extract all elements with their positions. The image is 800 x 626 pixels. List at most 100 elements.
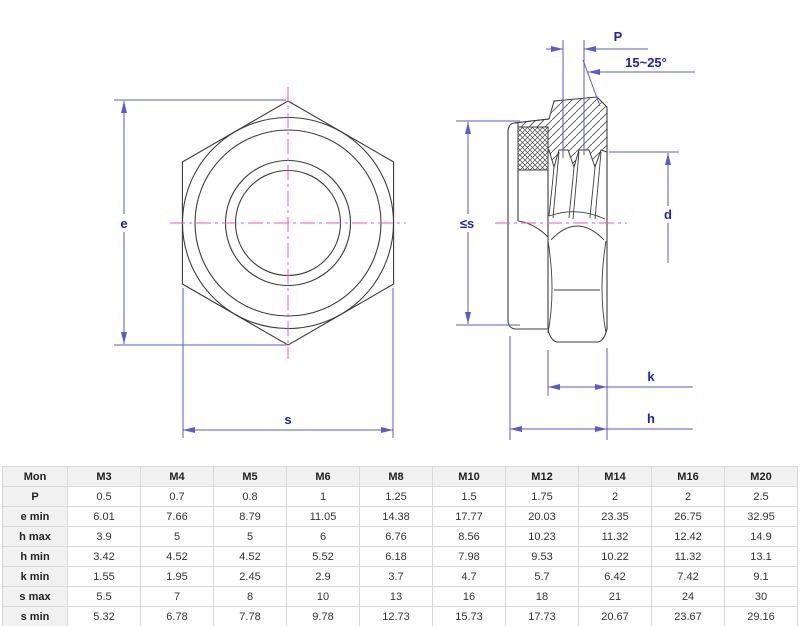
dim-label-p: P: [614, 29, 623, 44]
table-cell: 23.67: [651, 606, 725, 626]
table-cell: 11.32: [651, 546, 725, 567]
table-cell: 6.18: [359, 546, 433, 567]
table-cell: 5: [213, 526, 287, 547]
table-cell: 6.78: [140, 606, 214, 626]
table-cell: 4.52: [140, 546, 214, 567]
table-cell: 17.77: [432, 506, 506, 527]
table-cell: 1.95: [140, 566, 214, 587]
column-header-cell: M3: [67, 466, 141, 487]
table-cell: 2.5: [724, 486, 798, 507]
dim-label-angle: 15~25°: [625, 55, 667, 70]
table-cell: 17.73: [505, 606, 579, 626]
table-cell: 9.78: [286, 606, 360, 626]
table-cell: 10: [286, 586, 360, 607]
table-cell: 29.16: [724, 606, 798, 626]
dim-label-d: d: [664, 207, 672, 222]
table-cell: 7.98: [432, 546, 506, 567]
insert-section-crosshatch: [517, 126, 549, 171]
table-cell: 18: [505, 586, 579, 607]
side-view-outline: [507, 107, 608, 343]
row-label-cell: h max: [2, 526, 68, 547]
table-cell: 1.25: [359, 486, 433, 507]
table-cell: 5.7: [505, 566, 579, 587]
table-cell: 4.52: [213, 546, 287, 567]
dim-label-k: k: [647, 369, 655, 384]
table-cell: 0.5: [67, 486, 141, 507]
table-cell: 6.76: [359, 526, 433, 547]
row-label-cell: h min: [2, 546, 68, 567]
table-cell: 7.42: [651, 566, 725, 587]
table-cell: 2.9: [286, 566, 360, 587]
table-cell: 3.42: [67, 546, 141, 567]
table-cell: 20.67: [578, 606, 652, 626]
table-cell: 9.53: [505, 546, 579, 567]
table-cell: 14.9: [724, 526, 798, 547]
table-cell: 15.73: [432, 606, 506, 626]
column-header-cell: M5: [213, 466, 287, 487]
row-label-cell: P: [2, 486, 68, 507]
table-cell: 7.66: [140, 506, 214, 527]
table-cell: 24: [651, 586, 725, 607]
column-header-cell: M12: [505, 466, 579, 487]
column-header-cell: M4: [140, 466, 214, 487]
table-cell: 8.56: [432, 526, 506, 547]
table-cell: 2.45: [213, 566, 287, 587]
table-cell: 1.55: [67, 566, 141, 587]
table-cell: 11.32: [578, 526, 652, 547]
table-cell: 12.42: [651, 526, 725, 547]
table-cell: 6: [286, 526, 360, 547]
table-cell: 7.78: [213, 606, 287, 626]
table-cell: 0.8: [213, 486, 287, 507]
table-cell: 1: [286, 486, 360, 507]
technical-drawing-svg: e s: [114, 29, 695, 440]
table-cell: 12.73: [359, 606, 433, 626]
row-label-cell: s max: [2, 586, 68, 607]
front-view-centerlines: [170, 87, 406, 359]
dim-label-h: h: [647, 411, 655, 426]
table-cell: 11.05: [286, 506, 360, 527]
table-cell: 5: [140, 526, 214, 547]
table-cell: 5.5: [67, 586, 141, 607]
column-header-cell: M6: [286, 466, 360, 487]
hexagon-outline: [181, 100, 395, 346]
table-cell: 16: [432, 586, 506, 607]
row-label-cell: e min: [2, 506, 68, 527]
table-cell: 5.52: [286, 546, 360, 567]
table-cell: 5.32: [67, 606, 141, 626]
table-cell: 32.95: [724, 506, 798, 527]
table-cell: 3.7: [359, 566, 433, 587]
table-cell: 1.5: [432, 486, 506, 507]
table-cell: 2: [651, 486, 725, 507]
table-cell: 4.7: [432, 566, 506, 587]
front-view-arrowheads: [121, 101, 393, 433]
table-cell: 8.79: [213, 506, 287, 527]
table-cell: 23.35: [578, 506, 652, 527]
table-cell: 26.75: [651, 506, 725, 527]
table-cell: 6.01: [67, 506, 141, 527]
table-cell: 13.1: [724, 546, 798, 567]
table-cell: 2: [578, 486, 652, 507]
column-header-cell: M10: [432, 466, 506, 487]
side-view-arrowheads: [465, 46, 671, 432]
row-label-cell: s min: [2, 606, 68, 626]
front-view-dimensions: [114, 99, 394, 438]
column-header-cell: M14: [578, 466, 652, 487]
table-cell: 21: [578, 586, 652, 607]
table-cell: 30: [724, 586, 798, 607]
table-cell: 6.42: [578, 566, 652, 587]
row-label-cell: k min: [2, 566, 68, 587]
table-cell: 3.9: [67, 526, 141, 547]
table-cell: 10.23: [505, 526, 579, 547]
dim-label-smax: ≤s: [460, 216, 474, 231]
column-header-cell: M20: [724, 466, 798, 487]
dim-label-e: e: [120, 216, 127, 231]
table-cell: 13: [359, 586, 433, 607]
